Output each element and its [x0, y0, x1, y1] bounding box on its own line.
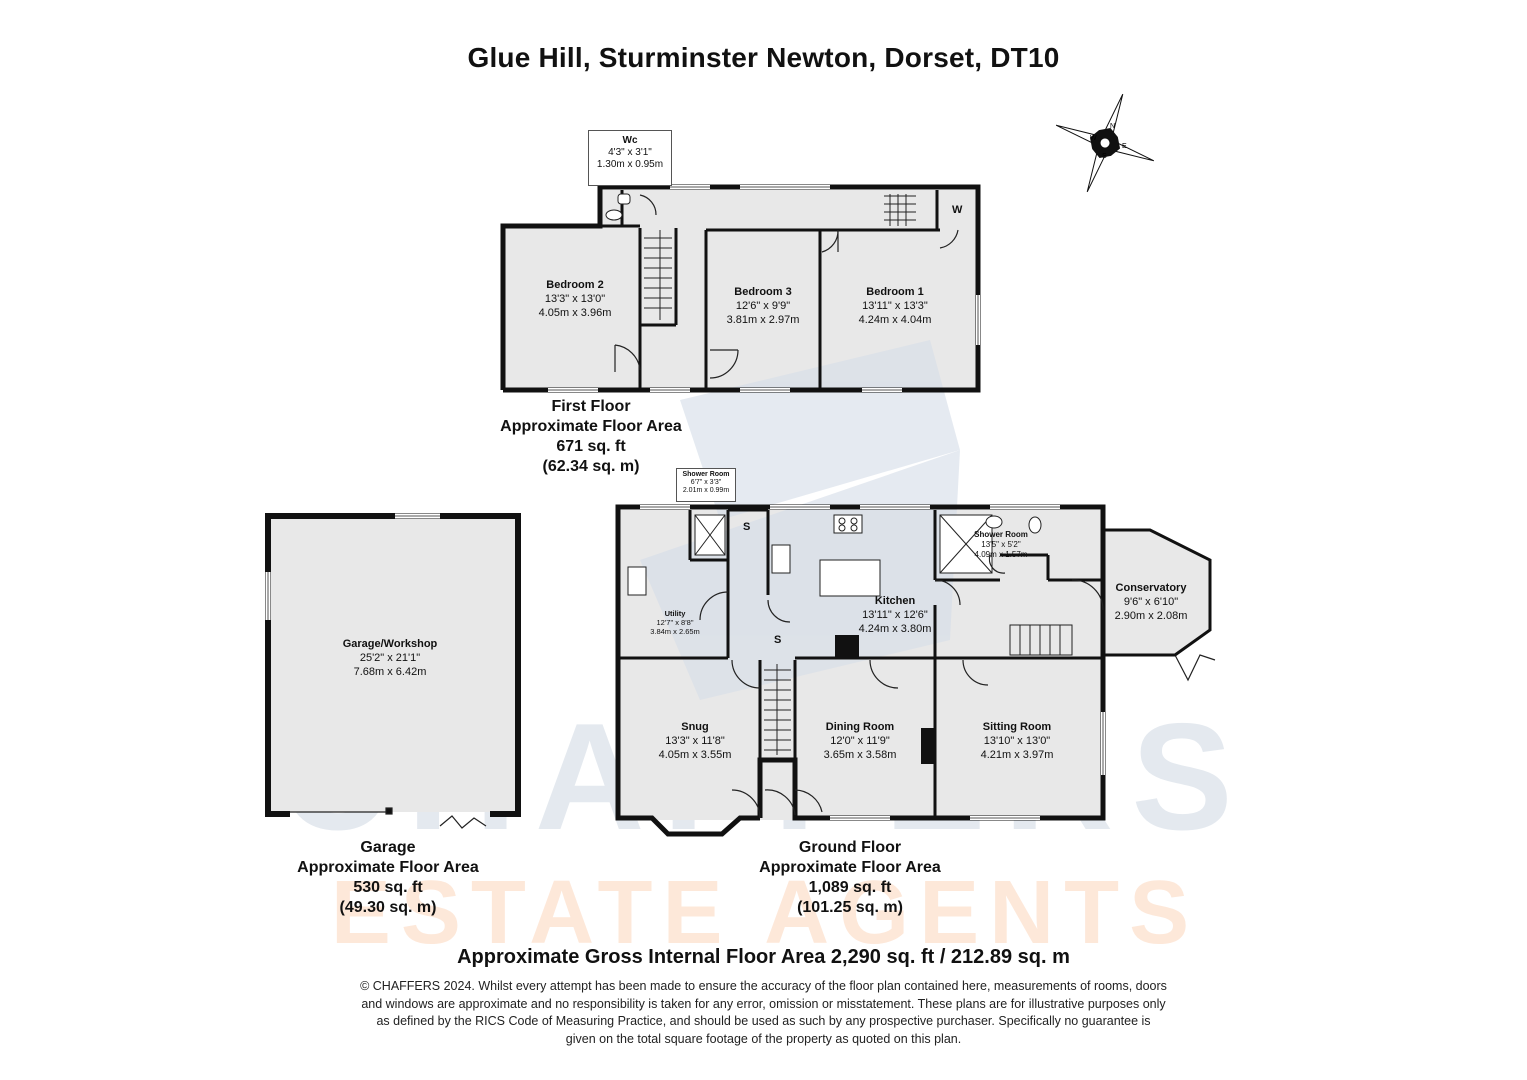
sitting-room-label: Sitting Room 13'10" x 13'0" 4.21m x 3.97…: [962, 720, 1072, 762]
room-imperial: 12'7" x 8'8": [656, 618, 694, 627]
compass-east-label: E: [1122, 143, 1127, 150]
garage-area: Garage Approximate Floor Area 530 sq. ft…: [272, 838, 504, 918]
compass-rose-icon: N E S W: [1055, 93, 1155, 193]
room-name: Snug: [681, 721, 709, 733]
page-title: Glue Hill, Sturminster Newton, Dorset, D…: [467, 42, 1060, 73]
room-imperial: 13'3" x 13'0": [544, 293, 606, 305]
room-metric: 2.90m x 2.08m: [1114, 610, 1188, 622]
room-imperial: 13'3" x 11'8": [665, 735, 725, 747]
room-metric: 1.30m x 0.95m: [596, 159, 664, 170]
compass-north-label: N: [1110, 123, 1115, 130]
conservatory-walls: [1103, 528, 1212, 657]
floor-area-sqft: 530 sq. ft: [353, 879, 423, 896]
room-imperial: 13'11" x 12'6": [862, 609, 928, 621]
room-metric: 4.24m x 4.04m: [858, 314, 932, 326]
room-metric: 4.09m x 1.57m: [974, 550, 1028, 559]
floor-area-label: Approximate Floor Area: [759, 859, 941, 876]
gross-internal-area: Approximate Gross Internal Floor Area 2,…: [457, 946, 1070, 968]
garage-details: [290, 807, 487, 829]
watermark-logo-shape: [640, 340, 960, 700]
ground-floor-window-lines: [640, 506, 1104, 819]
first-floor-area: First Floor Approximate Floor Area 671 s…: [480, 397, 702, 477]
room-name: Shower Room: [974, 530, 1028, 539]
snug-label: Snug 13'3" x 11'8" 4.05m x 3.55m: [640, 720, 750, 762]
wc-callout: Wc 4'3" x 3'1" 1.30m x 0.95m: [588, 130, 672, 186]
room-name: Kitchen: [874, 595, 916, 607]
floor-area-sqm: (101.25 sq. m): [797, 899, 903, 916]
room-imperial: 12'6" x 9'9": [735, 300, 791, 312]
floor-area-label: Approximate Floor Area: [500, 418, 682, 435]
ground-floor-stairs: [764, 624, 1073, 755]
floor-area-sqm: (49.30 sq. m): [339, 899, 437, 916]
first-floor-walls: [500, 184, 981, 393]
floor-area-sqft: 1,089 sq. ft: [808, 879, 892, 896]
first-floor-stairs: [644, 194, 916, 320]
compass-west-label: W: [1090, 135, 1097, 142]
garage-window-lines: [267, 515, 440, 620]
wardrobe-label: W: [952, 204, 963, 216]
room-imperial: 4'3" x 3'1": [608, 147, 652, 158]
room-imperial: 13'10" x 13'0": [983, 735, 1051, 747]
room-name: Garage/Workshop: [342, 638, 438, 650]
floor-area-sqft: 671 sq. ft: [556, 438, 626, 455]
shower-room-small-callout: Shower Room 6'7" x 3'3" 2.01m x 0.99m: [676, 468, 736, 502]
shower-room-label: Shower Room 13'5" x 5'2" 4.09m x 1.57m: [970, 530, 1032, 560]
bedroom-3-label: Bedroom 3 12'6" x 9'9" 3.81m x 2.97m: [708, 285, 818, 327]
room-metric: 7.68m x 6.42m: [353, 666, 427, 678]
room-metric: 4.21m x 3.97m: [980, 749, 1054, 761]
room-imperial: 6'7" x 3'3": [690, 479, 722, 486]
bedroom-1-label: Bedroom 1 13'11" x 13'3" 4.24m x 4.04m: [840, 285, 950, 327]
room-imperial: 13'11" x 13'3": [862, 300, 928, 312]
room-metric: 4.24m x 3.80m: [858, 623, 932, 635]
ground-floor-area: Ground Floor Approximate Floor Area 1,08…: [730, 838, 970, 918]
room-name: Shower Room: [682, 471, 730, 478]
floor-label: First Floor: [551, 398, 631, 415]
watermark-tagline: ESTATE AGENTS: [330, 863, 1200, 963]
ground-floor-doors: [699, 554, 1216, 819]
first-floor-partitions: [600, 190, 940, 390]
bedroom-2-label: Bedroom 2 13'3" x 13'0" 4.05m x 3.96m: [520, 278, 630, 320]
room-metric: 4.05m x 3.55m: [658, 749, 732, 761]
room-name: Bedroom 1: [866, 286, 924, 298]
room-imperial: 12'0" x 11'9": [830, 735, 890, 747]
garage-workshop-label: Garage/Workshop 25'2" x 21'1" 7.68m x 6.…: [320, 637, 460, 679]
room-metric: 2.01m x 0.99m: [682, 487, 730, 494]
room-name: Dining Room: [825, 721, 895, 733]
conservatory-label: Conservatory 9'6" x 6'10" 2.90m x 2.08m: [1100, 581, 1202, 623]
utility-label: Utility 12'7" x 8'8" 3.84m x 2.65m: [640, 609, 710, 636]
chimney-breasts: [835, 635, 935, 764]
room-metric: 3.81m x 2.97m: [726, 314, 800, 326]
kitchen-fittings: [627, 514, 1042, 597]
room-imperial: 13'5" x 5'2": [981, 540, 1021, 549]
room-imperial: 9'6" x 6'10": [1123, 596, 1179, 608]
room-metric: 3.84m x 2.65m: [650, 627, 700, 636]
kitchen-label: Kitchen 13'11" x 12'6" 4.24m x 3.80m: [840, 594, 950, 636]
first-floor-doors: [614, 194, 959, 379]
room-imperial: 25'2" x 21'1": [359, 652, 421, 664]
room-name: Conservatory: [1115, 582, 1187, 594]
garage-walls: [265, 513, 521, 817]
floor-area-label: Approximate Floor Area: [297, 859, 479, 876]
room-name: Bedroom 3: [734, 286, 792, 298]
compass-south-label: S: [1102, 153, 1107, 160]
floor-label: Ground Floor: [798, 839, 902, 856]
wc-fittings: [605, 193, 631, 221]
floor-area-sqm: (62.34 sq. m): [542, 458, 640, 475]
store-label: S: [743, 521, 751, 533]
disclaimer-text: © CHAFFERS 2024. Whilst every attempt ha…: [360, 979, 1167, 1046]
room-name: Utility: [664, 609, 686, 618]
room-metric: 4.05m x 3.96m: [538, 307, 612, 319]
store-label: S: [774, 634, 782, 646]
floor-label: Garage: [360, 839, 416, 856]
room-name: Bedroom 2: [546, 279, 604, 291]
first-floor-window-lines: [548, 186, 979, 391]
room-name: Sitting Room: [982, 721, 1052, 733]
dining-room-label: Dining Room 12'0" x 11'9" 3.65m x 3.58m: [805, 720, 915, 762]
room-metric: 3.65m x 3.58m: [823, 749, 897, 761]
room-name: Wc: [622, 135, 638, 146]
